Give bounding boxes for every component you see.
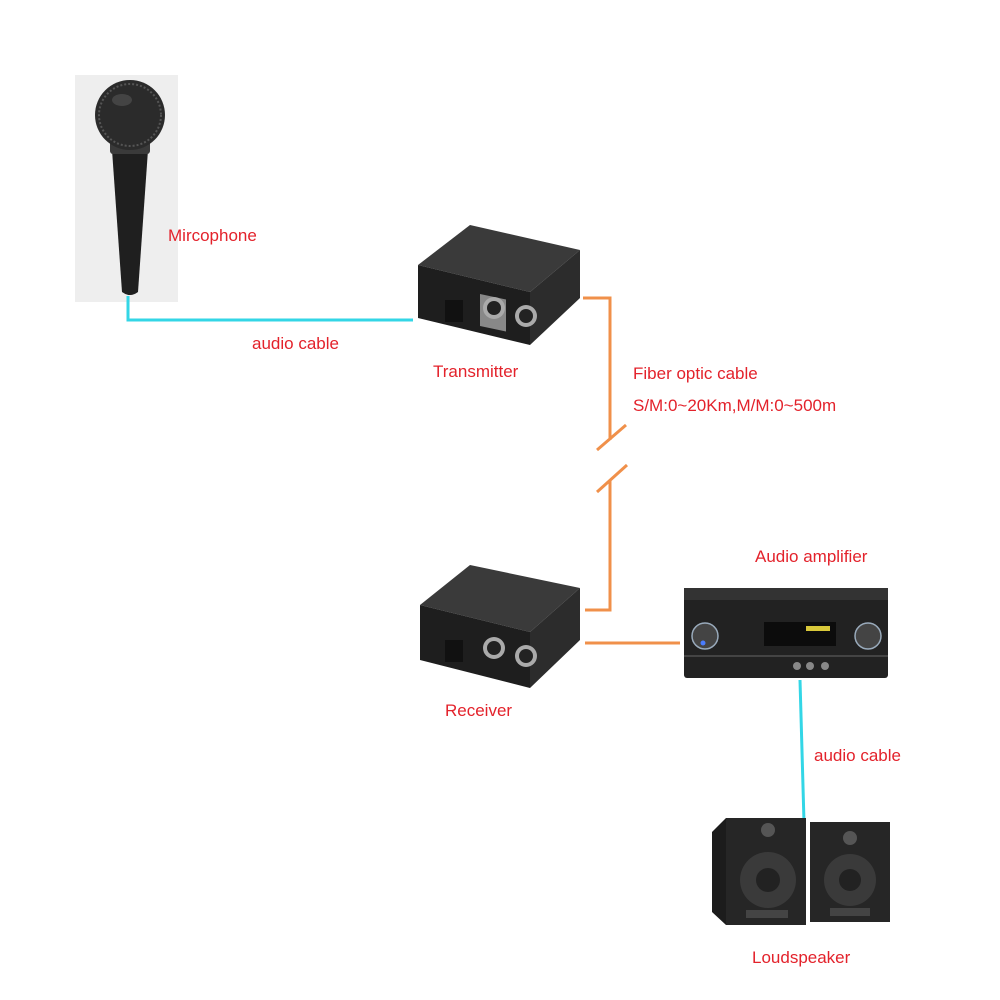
label-loudspeaker: Loudspeaker [752,948,851,967]
audio-cable-mic-transmitter [126,296,413,322]
label-transmitter: Transmitter [433,362,519,381]
label-fiber-cable: Fiber optic cable [633,364,758,383]
label-receiver: Receiver [445,701,513,720]
label-fiber-spec: S/M:0~20Km,M/M:0~500m [633,396,837,415]
label-audio-cable-1: audio cable [252,334,339,353]
fiber-optic-cable [583,296,629,612]
microphone-image [75,75,178,302]
label-microphone: Mircophone [168,226,257,245]
receiver-image [420,565,580,688]
amplifier-image [684,588,888,678]
label-audio-cable-2: audio cable [814,746,901,765]
label-amplifier: Audio amplifier [755,547,868,566]
transmitter-image [418,225,580,345]
loudspeaker-image [712,818,890,925]
audio-cable-amplifier-speaker [798,679,806,823]
